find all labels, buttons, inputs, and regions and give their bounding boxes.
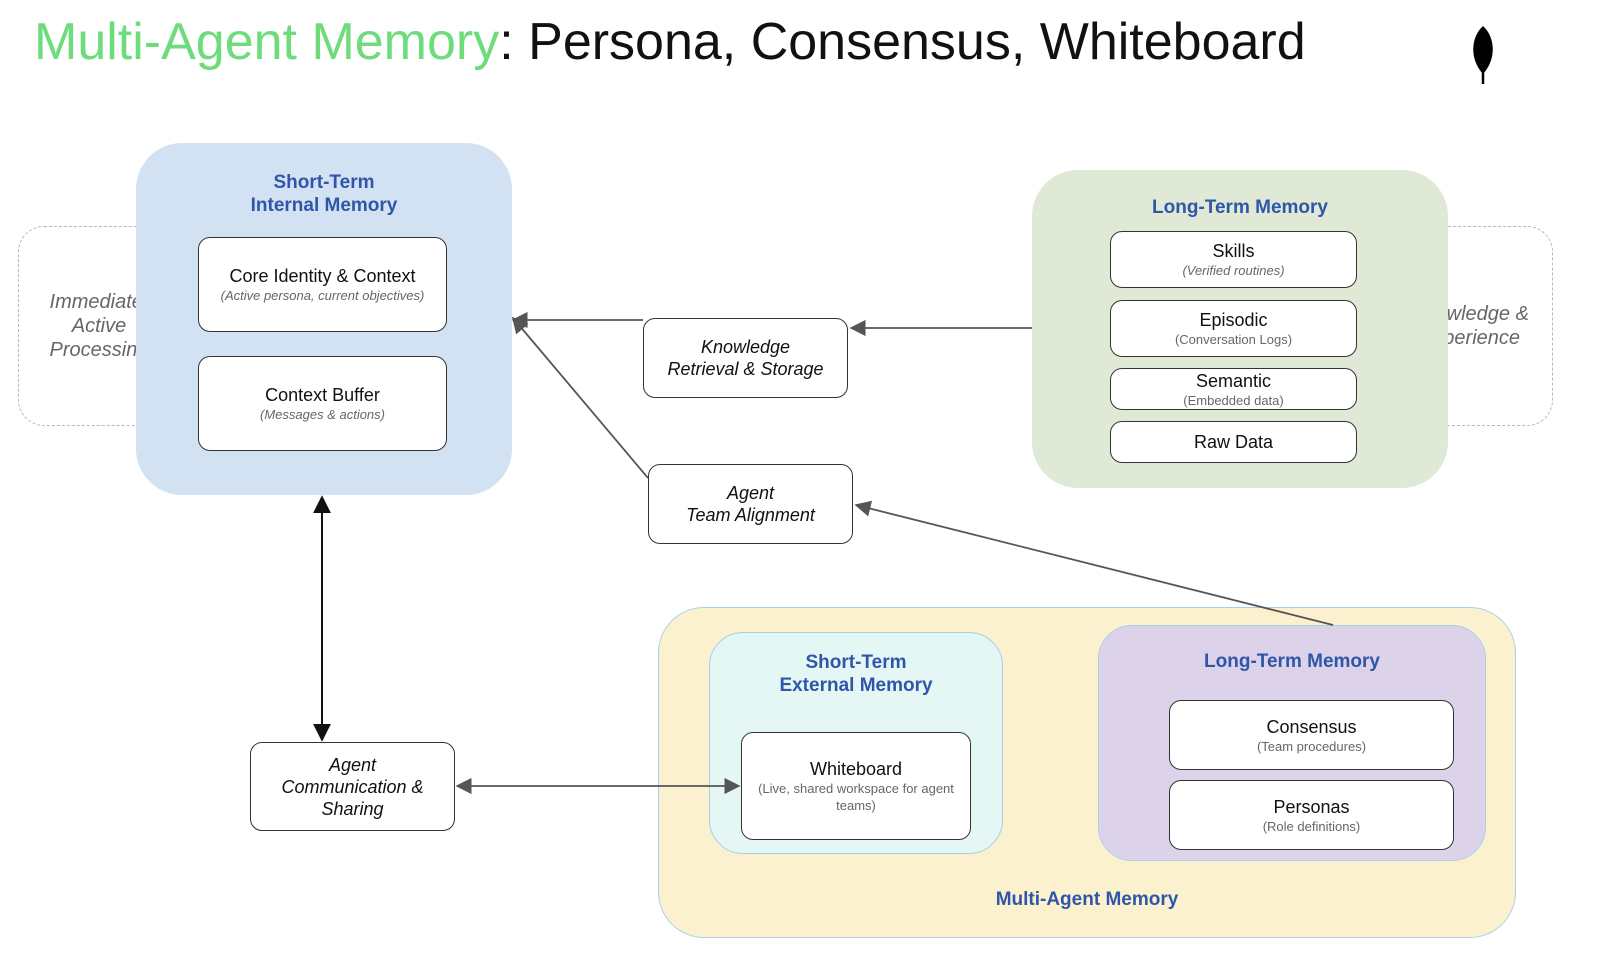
leaf-icon [1473,26,1493,84]
episodic-subtitle: (Conversation Logs) [1174,332,1293,347]
short-term-external-title: Short-Term External Memory [779,652,933,696]
arrow-multilongterm-to-alignment [854,500,1334,626]
raw-data-box: Raw Data [1110,421,1357,463]
consensus-subtitle: (Team procedures) [1256,738,1367,754]
whiteboard-title: Whiteboard [809,759,903,779]
personas-title: Personas [1273,796,1350,817]
personas-subtitle: (Role definitions) [1262,818,1361,834]
episodic-title: Episodic [1199,310,1268,330]
communication-sharing-connector: Agent Communication & Sharing [250,742,455,831]
semantic-box: Semantic (Embedded data) [1110,368,1357,410]
whiteboard-subtitle: (Live, shared workspace for agent teams) [758,781,954,813]
semantic-subtitle: (Embedded data) [1183,392,1284,408]
core-identity-subtitle: (Active persona, current objectives) [220,288,425,303]
skills-title: Skills [1212,241,1255,261]
multi-agent-long-term-title: Long-Term Memory [1204,651,1380,672]
knowledge-retrieval-connector: Knowledge Retrieval & Storage [643,318,848,398]
consensus-title: Consensus [1266,716,1357,737]
episodic-box: Episodic (Conversation Logs) [1110,300,1357,357]
title-rest: : Persona, Consensus, Whiteboard [499,13,1306,71]
consensus-box: Consensus (Team procedures) [1169,700,1454,770]
raw-data-title: Raw Data [1193,432,1274,452]
core-identity-box: Core Identity & Context (Active persona,… [198,237,447,332]
personas-box: Personas (Role definitions) [1169,780,1454,850]
long-term-memory-title: Long-Term Memory [1152,197,1328,218]
arrow-alignment-to-shortterm [511,316,649,479]
multi-agent-memory-title: Multi-Agent Memory [995,889,1179,910]
title-accent: Multi-Agent Memory [34,13,500,71]
short-term-internal-title: Short-Term Internal Memory [250,172,398,216]
skills-box: Skills (Verified routines) [1110,231,1357,288]
core-identity-title: Core Identity & Context [229,266,416,286]
semantic-title: Semantic [1195,370,1272,391]
whiteboard-box: Whiteboard (Live, shared workspace for a… [741,732,971,840]
context-buffer-box: Context Buffer (Messages & actions) [198,356,447,451]
context-buffer-subtitle: (Messages & actions) [260,407,385,422]
context-buffer-title: Context Buffer [265,385,380,405]
skills-subtitle: (Verified routines) [1182,263,1285,278]
team-alignment-connector: Agent Team Alignment [648,464,853,544]
page-title: Multi-Agent Memory: Persona, Consensus, … [34,10,1306,74]
